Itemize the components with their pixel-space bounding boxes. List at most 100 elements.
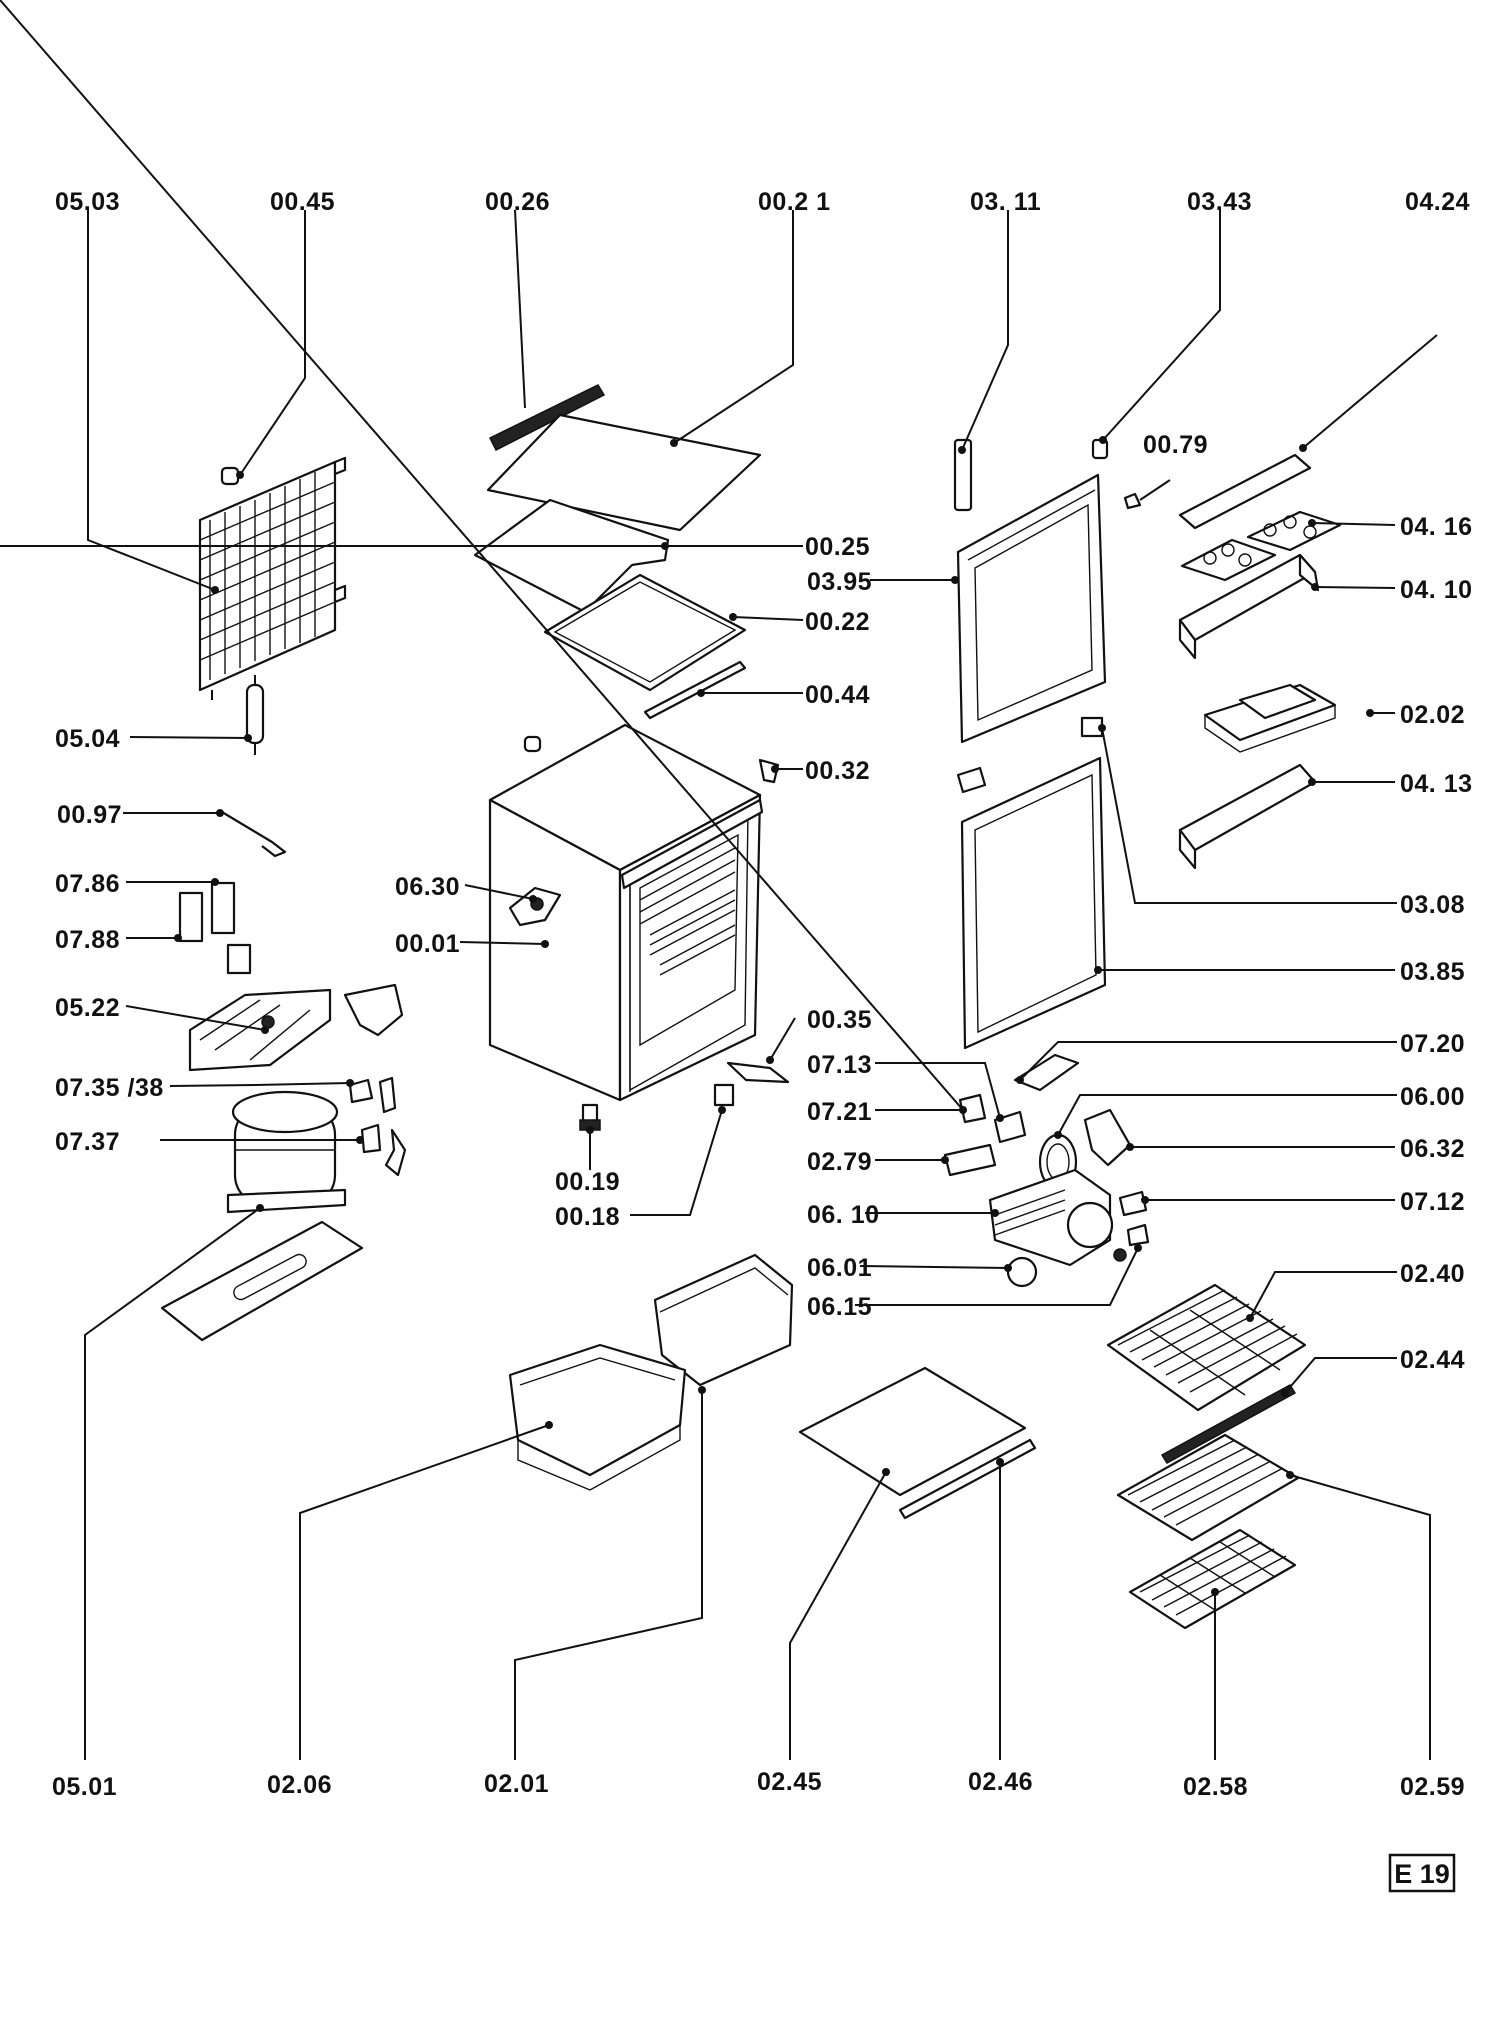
grid-shelf [1128, 1528, 1297, 1630]
label-06-00: 06.00 [1400, 1083, 1465, 1111]
label-04-10: 04. 10 [1400, 576, 1473, 604]
label-04-16: 04. 16 [1400, 513, 1473, 541]
label-02-40: 02.40 [1400, 1260, 1465, 1288]
clip-part-c [360, 1123, 382, 1154]
lower-hinge [726, 1061, 790, 1084]
label-05-03: 05.03 [55, 188, 120, 216]
label-03-85: 03.85 [1400, 958, 1465, 986]
label-00-21: 00.2 1 [758, 188, 831, 216]
clip-part-b [378, 1076, 397, 1114]
butter-flap [1178, 453, 1312, 530]
base-plate [160, 1220, 364, 1342]
compressor-cover [188, 983, 404, 1072]
label-00-22: 00.22 [805, 608, 870, 636]
clip-part-a [348, 1078, 374, 1104]
fridge-cabinet [488, 723, 764, 1102]
power-cable [221, 811, 287, 858]
egg-trays [1180, 510, 1342, 582]
lamp-cover [1083, 1108, 1132, 1167]
dryer-filter [245, 675, 265, 755]
clip-part-d [384, 1128, 407, 1177]
hinge-screw [1123, 492, 1142, 510]
label-02-46: 02.46 [968, 1768, 1033, 1796]
fridge-door [956, 473, 1107, 744]
label-00-01: 00.01 [395, 930, 460, 958]
label-02-79: 02.79 [807, 1148, 872, 1176]
glass-shelf [798, 1366, 1027, 1497]
label-03-11: 03. 11 [970, 188, 1041, 216]
label-00-79: 00.79 [1143, 431, 1208, 459]
dairy-box [1203, 683, 1337, 753]
page-code-text: E 19 [1394, 1859, 1450, 1889]
control-knob [1006, 1256, 1038, 1288]
label-02-59: 02.59 [1400, 1773, 1465, 1801]
label-07-37: 07.37 [55, 1128, 120, 1156]
label-07-35-38: 07.35 /38 [55, 1074, 164, 1102]
label-00-45: 00.45 [270, 188, 335, 216]
label-00-25: 00.25 [805, 533, 870, 561]
part-shapes [160, 384, 1342, 1630]
label-06-15: 06.15 [807, 1293, 872, 1321]
compressor [226, 1090, 347, 1214]
part-labels: 05.03 00.45 00.26 00.2 1 03. 11 03.43 04… [52, 188, 1473, 1801]
label-05-22: 05.22 [55, 994, 120, 1022]
label-06-10: 06. 10 [807, 1201, 880, 1229]
relay-part-c [226, 943, 252, 975]
door-shelf-lower [1178, 763, 1317, 870]
condenser-coil [198, 456, 347, 700]
label-07-21: 07.21 [807, 1098, 872, 1126]
label-04-24: 04.24 [1405, 188, 1470, 216]
label-06-01: 06.01 [807, 1254, 872, 1282]
label-02-01: 02.01 [484, 1770, 549, 1798]
relay-part-b [210, 881, 236, 935]
label-03-95: 03.95 [807, 568, 872, 596]
label-00-44: 00.44 [805, 681, 870, 709]
lamp-bracket [1013, 1053, 1080, 1092]
page-code-stamp: E 19 [1388, 1853, 1456, 1893]
evaporator-frame [543, 573, 747, 692]
cap-part [220, 466, 240, 486]
adjustable-foot [579, 1103, 601, 1131]
label-02-02: 02.02 [1400, 701, 1465, 729]
label-00-19: 00.19 [555, 1168, 620, 1196]
label-00-32: 00.32 [805, 757, 870, 785]
leader-lines [0, 0, 1438, 1760]
door-gasket [960, 756, 1107, 1050]
leader-dots [174, 436, 1374, 1596]
label-07-88: 07.88 [55, 926, 120, 954]
label-00-35: 00.35 [807, 1006, 872, 1034]
label-00-97: 00.97 [57, 801, 122, 829]
label-05-01: 05.01 [52, 1773, 117, 1801]
relay-part-a [178, 891, 204, 943]
label-00-18: 00.18 [555, 1203, 620, 1231]
label-00-26: 00.26 [485, 188, 550, 216]
switch-part [943, 1143, 997, 1177]
label-06-32: 06.32 [1400, 1135, 1465, 1163]
label-07-12: 07.12 [1400, 1188, 1465, 1216]
knob-spring [1126, 1223, 1150, 1247]
trim-strip [643, 660, 747, 720]
wire-shelf-upper [1106, 1283, 1307, 1412]
label-04-13: 04. 13 [1400, 770, 1473, 798]
label-02-58: 02.58 [1183, 1773, 1248, 1801]
label-06-30: 06.30 [395, 873, 460, 901]
crisper-small [653, 1253, 794, 1387]
hinge-block [956, 766, 987, 794]
small-plug [523, 735, 542, 753]
label-02-44: 02.44 [1400, 1346, 1465, 1374]
label-07-13: 07.13 [807, 1051, 872, 1079]
thermostat-housing [988, 1168, 1127, 1267]
terminal-part [1118, 1190, 1148, 1217]
label-07-86: 07.86 [55, 870, 120, 898]
label-02-06: 02.06 [267, 1771, 332, 1799]
label-05-04: 05.04 [55, 725, 120, 753]
label-03-08: 03.08 [1400, 891, 1465, 919]
label-02-45: 02.45 [757, 1768, 822, 1796]
crisper-large [508, 1343, 687, 1491]
label-03-43: 03.43 [1187, 188, 1252, 216]
thermostat-plate [508, 886, 562, 927]
lamp-socket [958, 1093, 1027, 1144]
sealing-strip [488, 384, 606, 452]
